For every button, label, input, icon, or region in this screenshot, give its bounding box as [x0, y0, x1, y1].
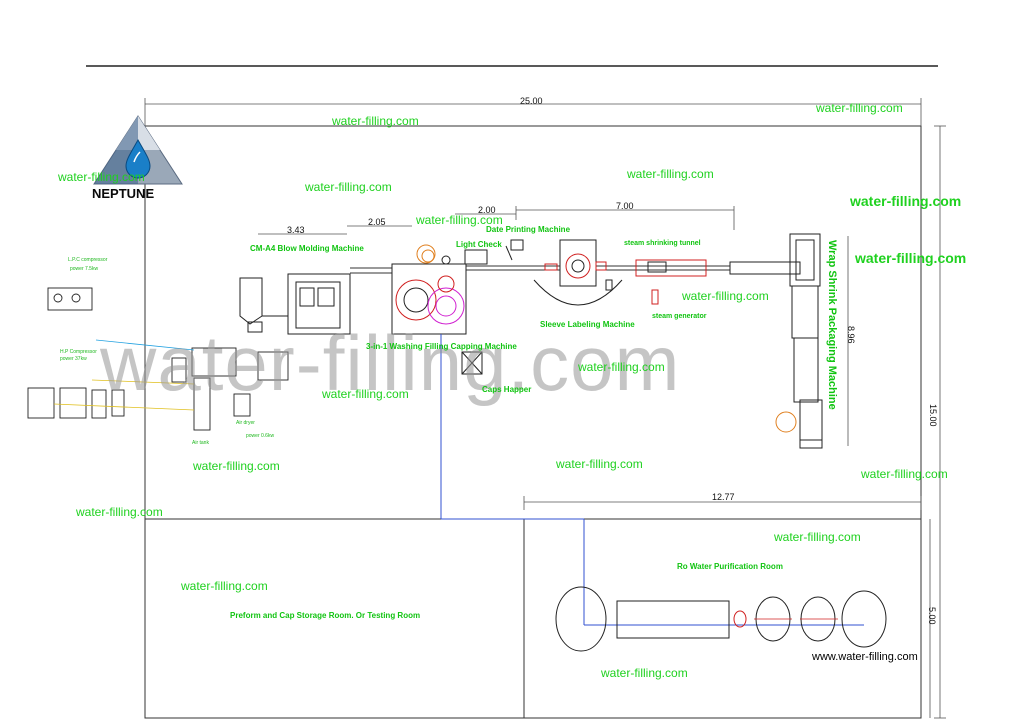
caps-hopper [461, 351, 483, 375]
watermark: water-filling.com [682, 289, 769, 303]
label-air-dryer: Air dryer [236, 420, 255, 426]
watermark: water-filling.com [181, 579, 268, 593]
dim-gap-section: 2.05 [368, 217, 386, 227]
compressor-area [27, 287, 289, 431]
watermark: water-filling.com [816, 101, 903, 115]
label-air-tank: Air tank [192, 440, 209, 446]
water-pipe [440, 334, 864, 626]
label-sleeve-labeling: Sleeve Labeling Machine [540, 320, 635, 329]
watermark: water-filling.com [578, 360, 665, 374]
watermark: water-filling.com [774, 530, 861, 544]
label-blow-molding: CM-A4 Blow Molding Machine [250, 244, 364, 253]
dim-blow-section: 3.43 [287, 225, 305, 235]
label-hp-compressor: H.P Compressor [60, 349, 97, 355]
dim-sleeve-section: 7.00 [616, 201, 634, 211]
dim-check-section: 2.00 [478, 205, 496, 215]
label-date-printing: Date Printing Machine [486, 225, 571, 234]
watermark: water-filling.com [76, 505, 163, 519]
watermark: water-filling.com [193, 459, 280, 473]
label-steam-tunnel: steam shrinking tunnel [624, 240, 701, 247]
watermark: water-filling.com [861, 467, 948, 481]
watermark: water-filling.com [627, 167, 714, 181]
watermark: water-filling.com [322, 387, 409, 401]
sleeve-labeling-machine [533, 239, 623, 306]
steam-tunnel [635, 259, 707, 305]
logo-text: NEPTUNE [92, 186, 155, 201]
label-lp-power: power 7.5kw [70, 266, 99, 272]
label-lp-compressor: L.P.C compressor [68, 257, 108, 263]
watermark: water-filling.com [58, 170, 145, 184]
light-check-station [464, 239, 524, 265]
label-wrap-shrink: Wrap Shrink Packaging Machine [826, 240, 838, 410]
big-watermark-text: water-filling.com [100, 319, 681, 407]
label-light-check: Light Check [456, 240, 502, 249]
neptune-logo [93, 115, 183, 185]
factory-outline [144, 125, 922, 719]
label-storage-room: Preform and Cap Storage Room. Or Testing… [230, 611, 421, 620]
label-hp-power: power 37kw [60, 356, 87, 362]
label-purification-room: Ro Water Purification Room [677, 562, 783, 571]
dim-total-width: 15.00 [928, 404, 938, 427]
watermark: water-filling.com [601, 666, 688, 680]
dim-room-width: 5.00 [927, 607, 937, 625]
dim-wrap-section: 8.96 [846, 326, 856, 344]
blow-molding-machine [239, 273, 351, 335]
ro-equipment [555, 586, 887, 652]
label-caps-hopper: Caps Happer [482, 385, 532, 394]
dim-purification-length: 12.77 [712, 492, 735, 502]
dim-total-length: 25.00 [520, 96, 543, 106]
filling-machine [391, 249, 467, 335]
watermark: water-filling.com [556, 457, 643, 471]
watermark: water-filling.com [416, 213, 503, 227]
footer-url: www.water-filling.com [812, 651, 918, 663]
watermark: water-filling.com [332, 114, 419, 128]
watermark: water-filling.com [850, 193, 962, 209]
wrap-shrink-machine [729, 233, 823, 449]
label-air-dryer-power: power 0.6kw [246, 433, 275, 439]
label-filling-machine: 3-in-1 Washing Filling Capping Machine [366, 342, 517, 351]
label-steam-generator: steam generator [652, 313, 707, 320]
watermark: water-filling.com [855, 250, 967, 266]
watermark: water-filling.com [305, 180, 392, 194]
